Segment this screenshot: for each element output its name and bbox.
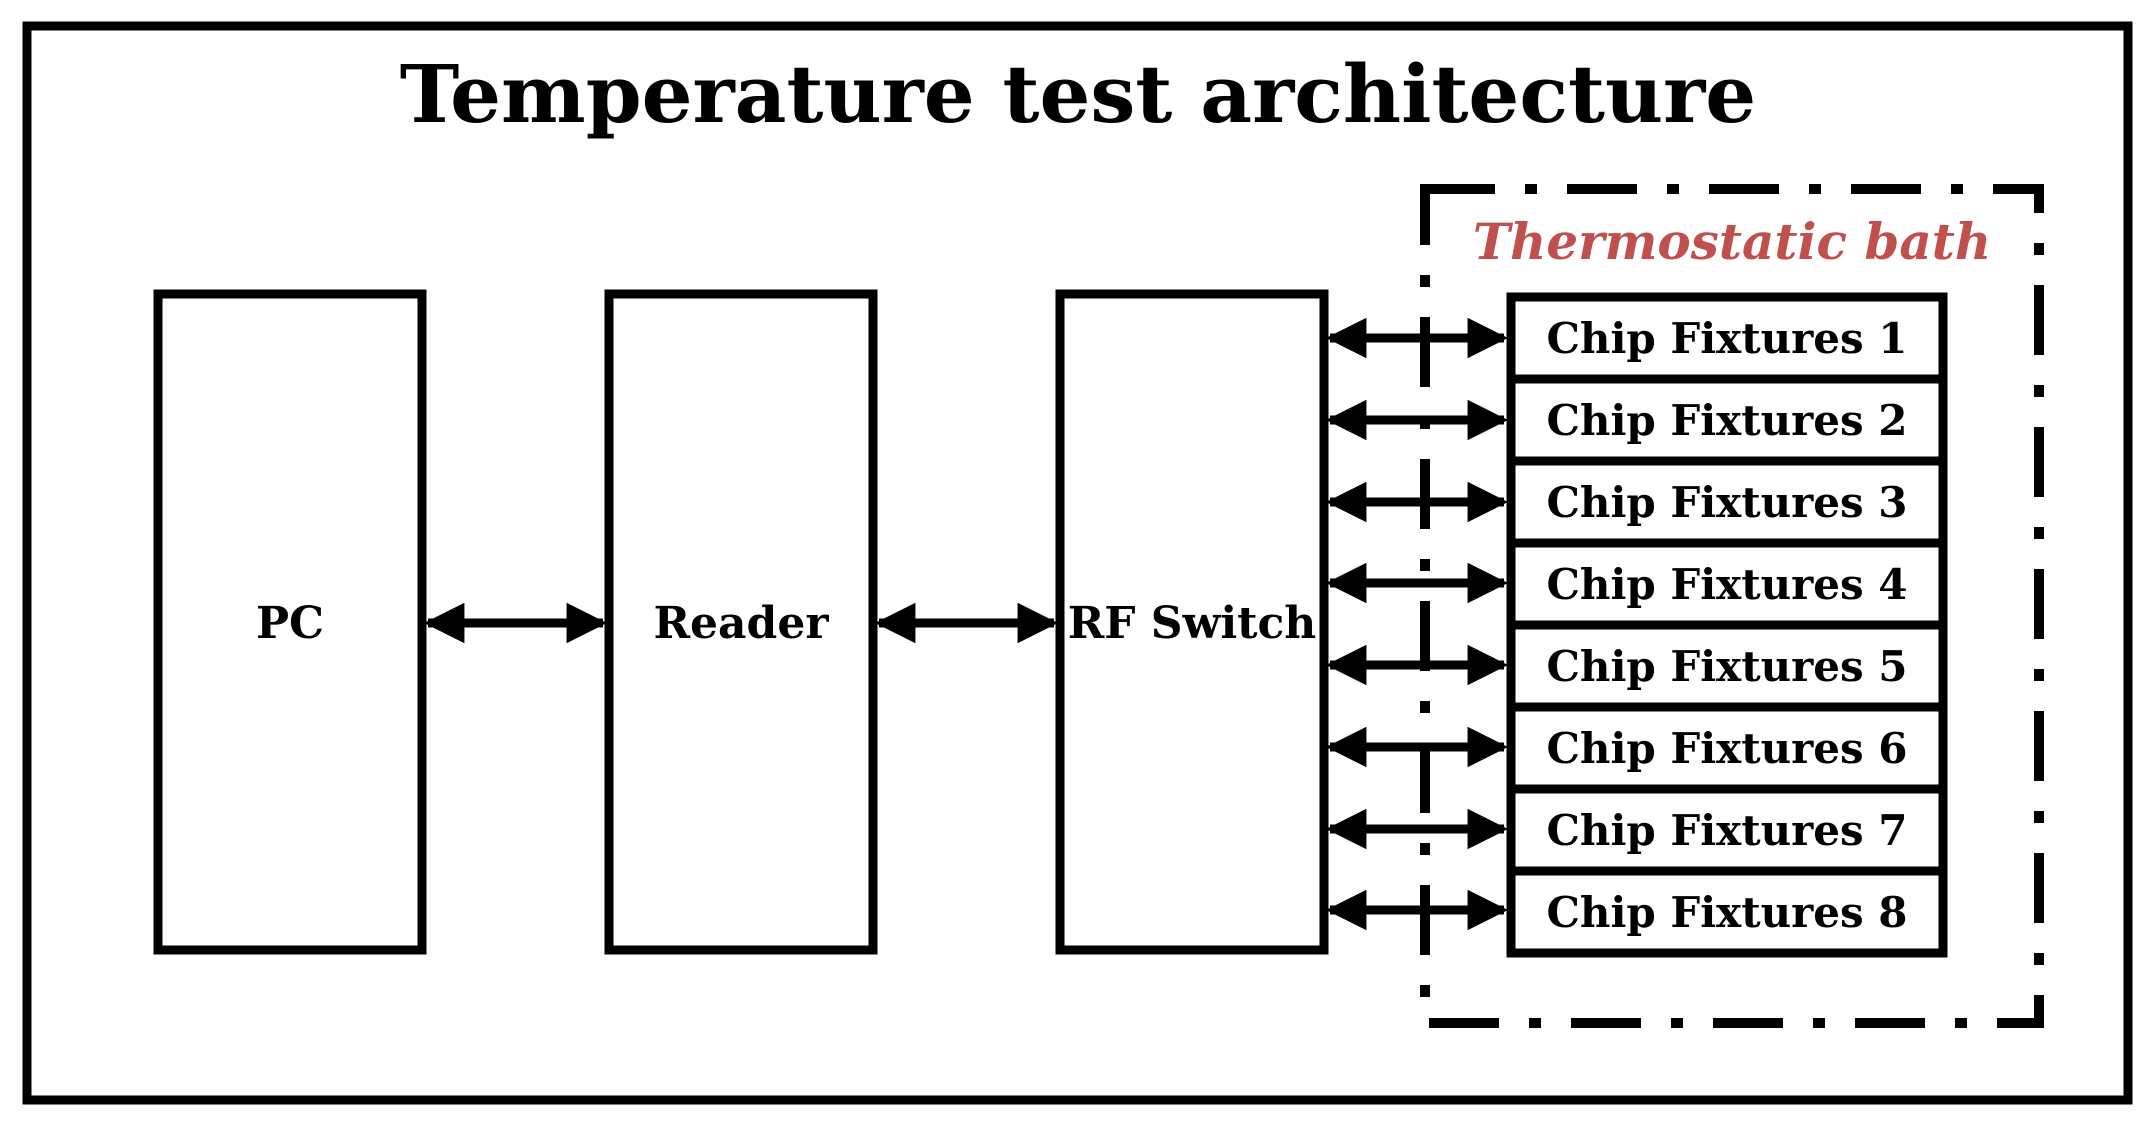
chip-fixture-box-3: [1506, 456, 1948, 548]
thermostatic-bath-label: Thermostatic bath: [1473, 212, 1991, 271]
rf-switch-label: RF Switch: [1068, 598, 1317, 649]
chip-fixture-label-8: Chip Fixtures 8: [1547, 888, 1908, 937]
reader-label: Reader: [653, 598, 829, 649]
chip-fixture-box-2: [1506, 374, 1948, 466]
chip-fixture-label-6: Chip Fixtures 6: [1547, 724, 1908, 773]
chip-fixture-box-7: [1506, 784, 1948, 876]
chip-fixture-box-5: [1506, 620, 1948, 712]
diagram-title: Temperature test architecture: [400, 47, 1756, 141]
chip-fixture-label-7: Chip Fixtures 7: [1547, 806, 1908, 855]
thermostatic-bath-boundary: [1420, 184, 2044, 1028]
chip-fixture-box-6: [1506, 702, 1948, 794]
fixture-arrows: [1325, 317, 1509, 931]
pc-block: PC: [153, 289, 427, 955]
chip-fixture-label-3: Chip Fixtures 3: [1547, 478, 1908, 527]
pc-label: PC: [256, 598, 324, 649]
rf-switch-box: [1055, 289, 1329, 955]
reader-block: Reader: [604, 289, 878, 955]
chip-fixture-box-8: [1506, 866, 1948, 958]
chip-fixture-label-2: Chip Fixtures 2: [1547, 396, 1908, 445]
reader-box: [604, 289, 878, 955]
chip-fixtures-stack: Chip Fixtures 1 Chip Fixtures 2 Chip Fix…: [1506, 292, 1948, 958]
chip-fixture-label-4: Chip Fixtures 4: [1547, 560, 1908, 609]
chip-fixture-box-1: [1506, 292, 1948, 384]
outer-frame: [22, 21, 2133, 1105]
chip-fixture-label-5: Chip Fixtures 5: [1547, 642, 1908, 691]
chip-fixture-label-1: Chip Fixtures 1: [1547, 314, 1908, 363]
rf-switch-block: RF Switch: [1055, 289, 1329, 955]
pc-box: [153, 289, 427, 955]
